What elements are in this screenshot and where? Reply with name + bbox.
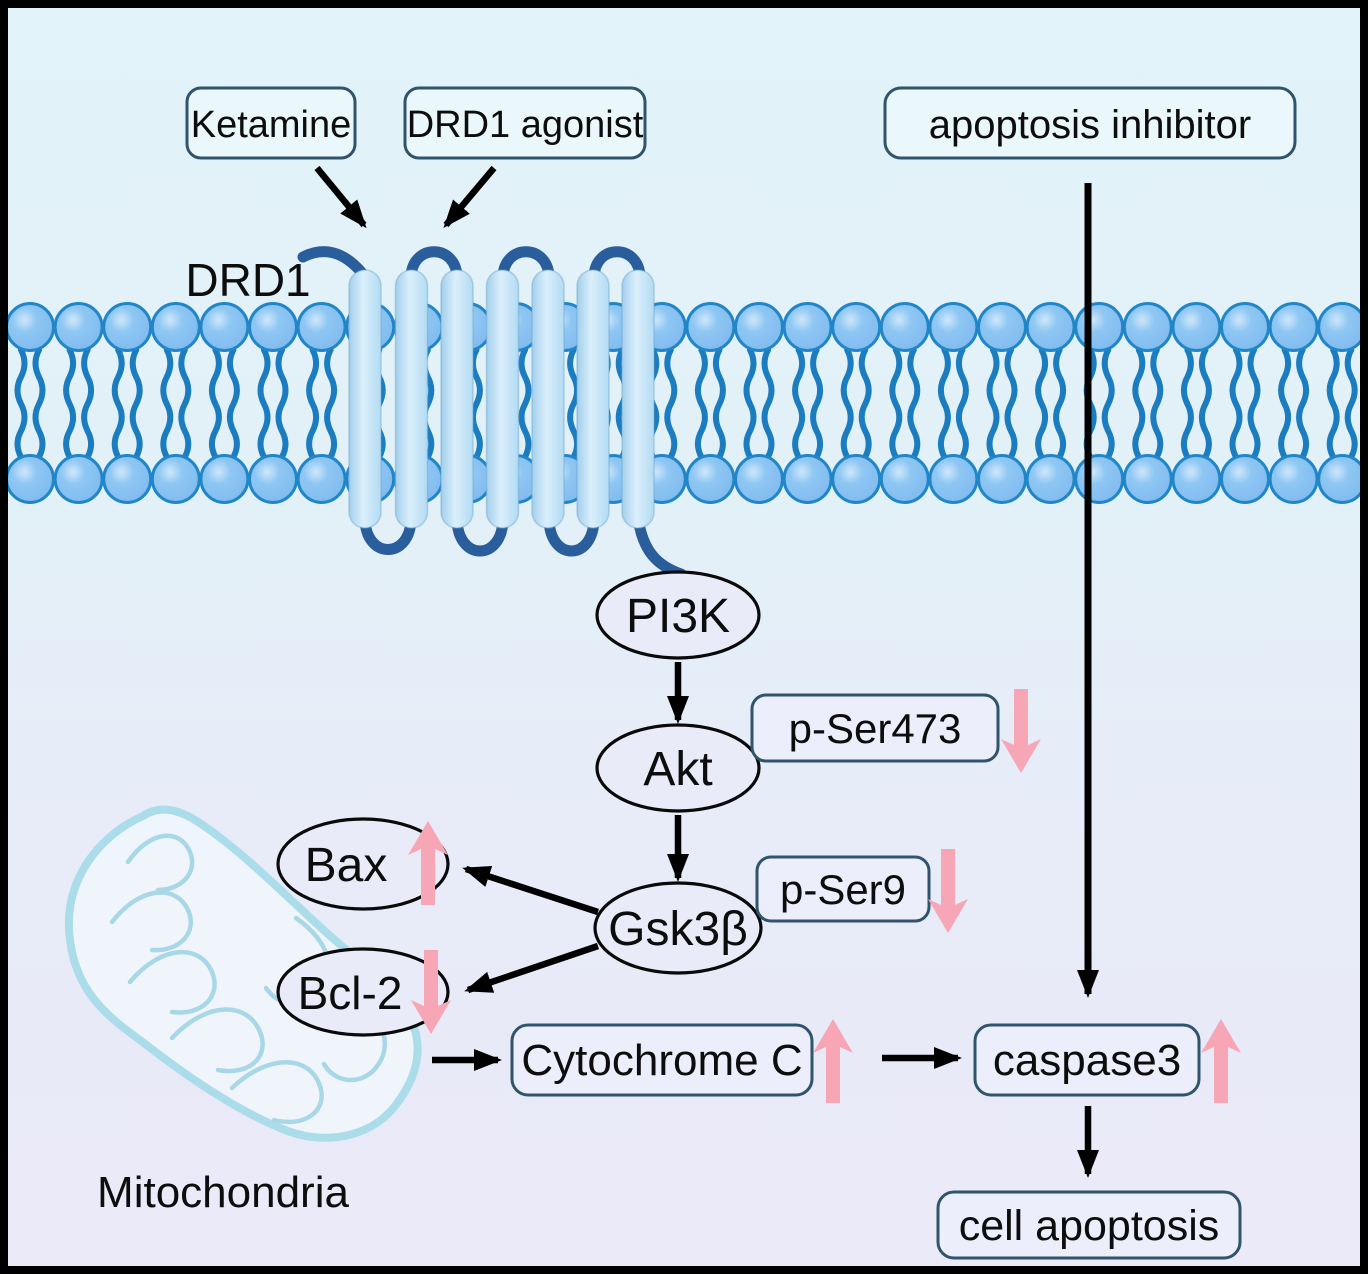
lipid-head xyxy=(1171,454,1222,504)
pi3k-label: PI3K xyxy=(626,590,730,643)
gsk3b-label: Gsk3β xyxy=(608,903,748,956)
lipid-head xyxy=(53,302,104,352)
lipid-head xyxy=(53,454,104,504)
lipid-head xyxy=(831,454,882,504)
ketamine-label: Ketamine xyxy=(191,104,352,146)
p-ser9-label: p-Ser9 xyxy=(780,866,906,913)
lipid-head xyxy=(879,454,930,504)
lipid-head xyxy=(150,454,201,504)
lipid-head xyxy=(734,454,784,504)
lipid-head xyxy=(1317,302,1368,352)
lipid-head xyxy=(1268,302,1319,352)
tm-helix xyxy=(440,269,474,529)
bcl2-label: Bcl-2 xyxy=(298,967,403,1019)
lipid-head xyxy=(1220,454,1270,504)
lipid-head xyxy=(782,302,833,352)
bax-label: Bax xyxy=(305,839,388,892)
drd1-agonist-box: DRD1 agonist xyxy=(403,86,647,160)
tm-helix xyxy=(394,269,429,529)
lipid-head xyxy=(879,302,930,352)
tm-helix xyxy=(621,269,655,529)
p-ser473-box: p-Ser473 xyxy=(750,693,1000,763)
lipid-head xyxy=(5,454,55,504)
tm-helix xyxy=(576,269,610,529)
bax-node: Bax xyxy=(276,817,450,911)
lipid-head xyxy=(1268,454,1319,504)
cell-apoptosis-label: cell apoptosis xyxy=(959,1202,1220,1250)
gsk3b-node: Gsk3β xyxy=(593,881,763,975)
apoptosis-inhibitor-label: apoptosis inhibitor xyxy=(929,103,1251,147)
lipid-head xyxy=(1074,454,1125,504)
lipid-head xyxy=(296,454,347,504)
receptor-loops xyxy=(297,246,687,580)
arrow-ketamine-to-receptor xyxy=(314,165,367,229)
arrow-agonist-to-receptor xyxy=(443,165,497,229)
ketamine-box: Ketamine xyxy=(185,86,357,160)
lipid-head xyxy=(1074,302,1125,352)
cytochrome-c-box: Cytochrome C xyxy=(510,1023,814,1097)
arrow-gsk3b-to-bax xyxy=(462,865,600,916)
lipid-head xyxy=(1122,454,1173,504)
lipid-head xyxy=(199,454,250,504)
lipid-head xyxy=(1025,302,1076,352)
caspase3-label: caspase3 xyxy=(993,1036,1181,1085)
akt-node: Akt xyxy=(595,723,761,813)
lipid-head xyxy=(150,302,201,352)
lipid-head xyxy=(977,302,1027,352)
p-ser9-box: p-Ser9 xyxy=(755,855,931,923)
lipid-head xyxy=(685,454,736,504)
cytochrome-c-label: Cytochrome C xyxy=(521,1036,802,1085)
lipid-head xyxy=(102,302,153,352)
lipid-head xyxy=(928,454,979,504)
lipid-head xyxy=(1317,454,1368,504)
pi3k-node: PI3K xyxy=(595,570,761,660)
lipid-head xyxy=(102,454,153,504)
lipid-head xyxy=(1171,302,1222,352)
lipid-head xyxy=(782,454,833,504)
tm-helix xyxy=(531,269,565,529)
lipid-head xyxy=(928,302,979,352)
apoptosis-inhibitor-box: apoptosis inhibitor xyxy=(883,86,1297,160)
cell-apoptosis-box: cell apoptosis xyxy=(936,1190,1242,1260)
tm-helix xyxy=(348,269,382,529)
akt-label: Akt xyxy=(643,743,712,796)
lipid-head xyxy=(296,302,347,352)
lipid-head xyxy=(685,302,736,352)
lipid-head xyxy=(199,302,250,352)
lipid-head xyxy=(831,302,882,352)
arrow-gsk3b-to-bcl2 xyxy=(464,942,600,994)
lipid-head xyxy=(5,302,55,352)
bcl2-node: Bcl-2 xyxy=(276,947,450,1037)
membrane-layer xyxy=(5,302,1368,504)
caspase3-box: caspase3 xyxy=(973,1023,1201,1097)
lipid-head xyxy=(248,454,298,504)
drd1-agonist-label: DRD1 agonist xyxy=(407,104,644,146)
lipid-head xyxy=(1025,454,1076,504)
receptor-label: DRD1 xyxy=(185,254,310,306)
lipid-head xyxy=(1122,302,1173,352)
mitochondria-label: Mitochondria xyxy=(97,1168,349,1217)
p-ser473-label: p-Ser473 xyxy=(789,705,962,752)
tm-helix xyxy=(485,269,520,529)
edge-arrows xyxy=(314,165,1099,1178)
lipid-head xyxy=(248,302,298,352)
lipid-head xyxy=(1220,302,1270,352)
lipid-head xyxy=(734,302,784,352)
lipid-head xyxy=(977,454,1027,504)
receptor-helices xyxy=(348,269,655,529)
